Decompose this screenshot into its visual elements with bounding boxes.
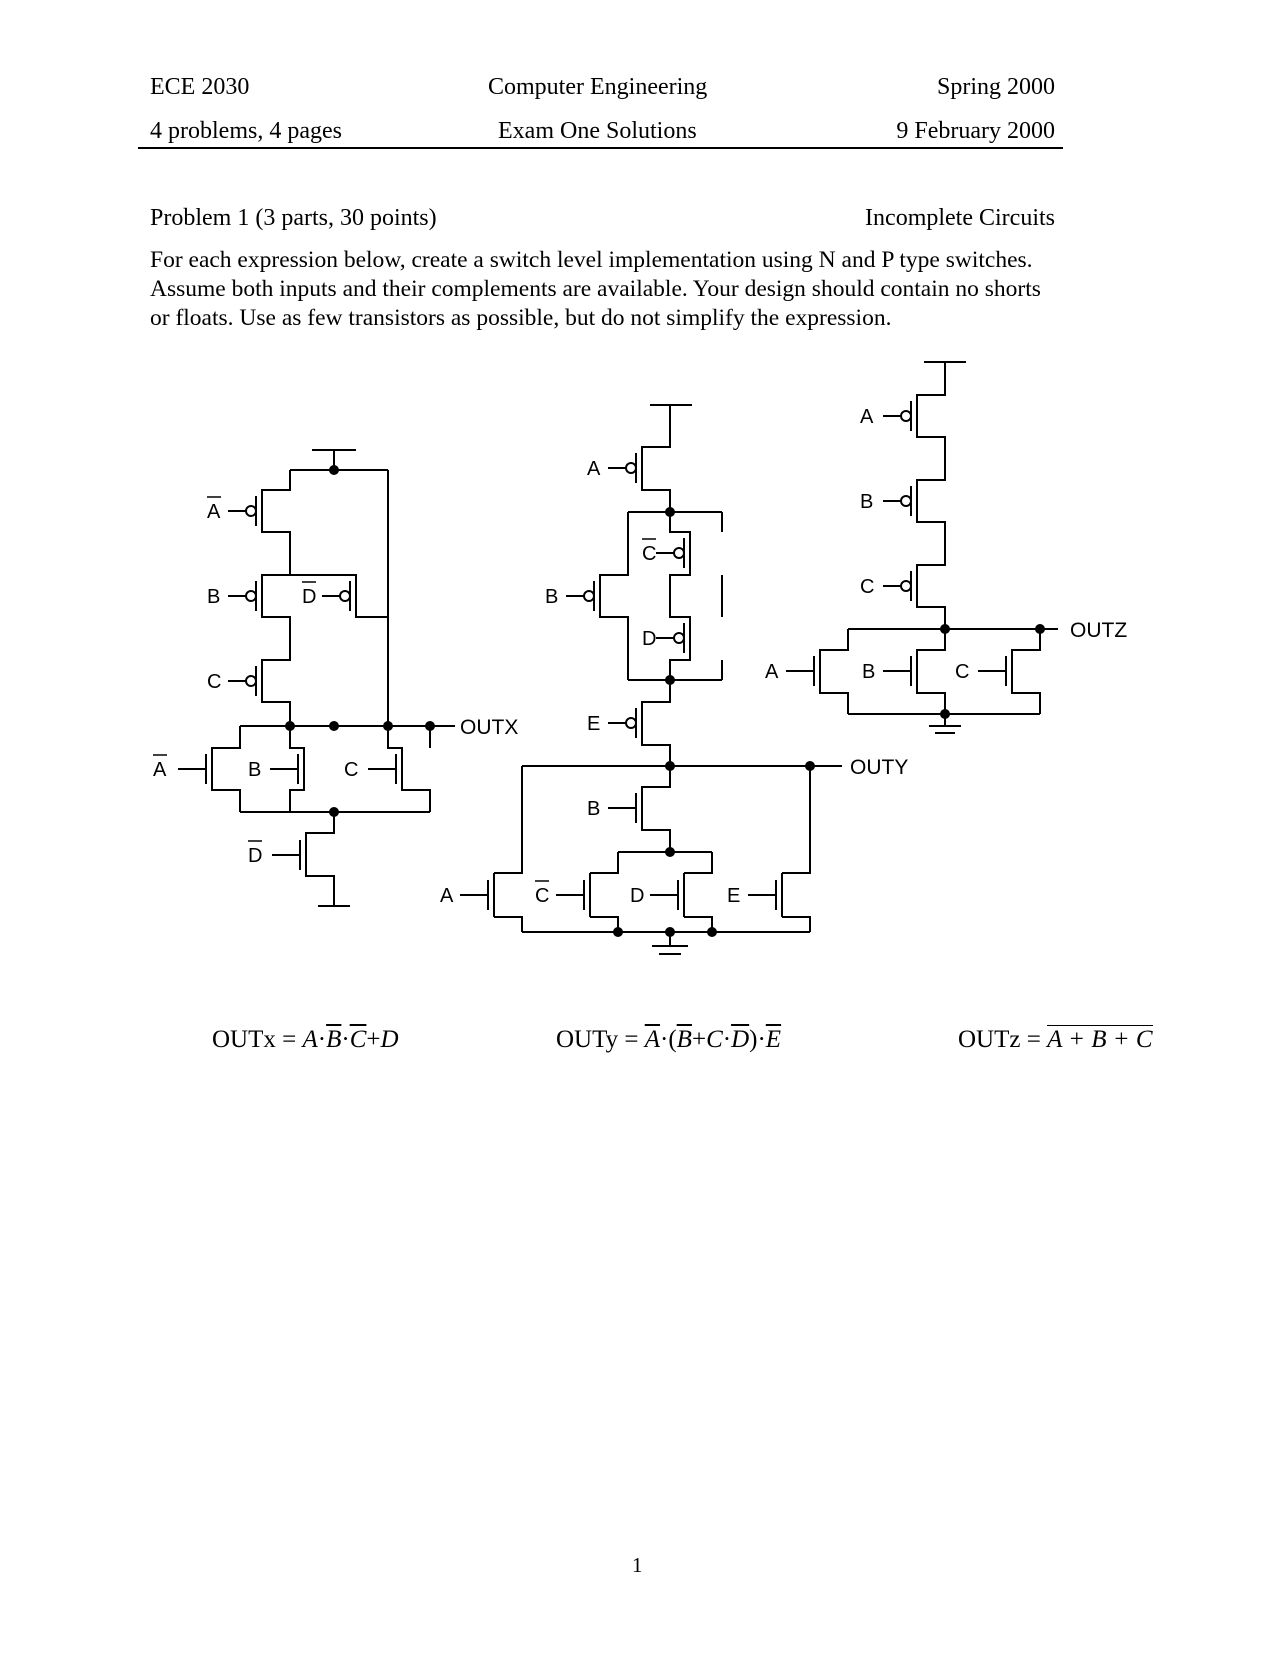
label-a: A bbox=[860, 406, 874, 428]
problems-pages: 4 problems, 4 pages bbox=[150, 118, 342, 144]
eq-y-d: D bbox=[731, 1026, 750, 1053]
label-e: E bbox=[587, 713, 600, 735]
label-c: C bbox=[860, 576, 874, 598]
instruction-line: For each expression below, create a swit… bbox=[150, 247, 1033, 273]
circuit-x: A B C D A B C D OUTX bbox=[153, 449, 518, 907]
instruction-line: or floats. Use as few transistors as pos… bbox=[150, 305, 892, 331]
label-a-bar: A bbox=[207, 501, 221, 523]
equation-x: OUTx = A·B·C+D bbox=[212, 1026, 399, 1053]
label-nmos-b: B bbox=[587, 798, 600, 820]
eq-x-c: C bbox=[349, 1026, 367, 1053]
label-nmos-a: A bbox=[440, 885, 454, 907]
eq-y-a: A bbox=[644, 1026, 661, 1053]
label-nmos-b: B bbox=[862, 661, 875, 683]
label-b: B bbox=[860, 491, 873, 513]
term: Spring 2000 bbox=[936, 74, 1055, 100]
label-a: A bbox=[587, 458, 601, 480]
eq-x-b: B bbox=[326, 1026, 342, 1053]
eq-x-d: D bbox=[380, 1026, 399, 1053]
department: Computer Engineering bbox=[488, 74, 708, 100]
out-z-label: OUTZ bbox=[1070, 619, 1127, 642]
header-rule bbox=[138, 147, 1063, 149]
label-nmos-d: D bbox=[630, 885, 644, 907]
label-c: C bbox=[207, 671, 221, 693]
equation-y-lhs: OUTy = bbox=[556, 1026, 639, 1053]
label-nmos-a-bar: A bbox=[153, 759, 167, 781]
equation-y: OUTy = A·(B+C·D)·E bbox=[556, 1026, 782, 1053]
label-nmos-b: B bbox=[248, 759, 261, 781]
eq-x-a: A bbox=[302, 1026, 318, 1053]
eq-z-expr: A + B + C bbox=[1047, 1025, 1153, 1053]
label-nmos-e: E bbox=[727, 885, 740, 907]
problem-topic: Incomplete Circuits bbox=[865, 205, 1055, 231]
label-nmos-a: A bbox=[765, 661, 779, 683]
label-c-bar: C bbox=[642, 543, 656, 565]
label-d-bar: D bbox=[302, 586, 316, 608]
label-d: D bbox=[642, 628, 656, 650]
instruction-line: Assume both inputs and their complements… bbox=[150, 276, 1041, 302]
equation-z-lhs: OUTz = bbox=[958, 1026, 1041, 1053]
problem-title: Problem 1 (3 parts, 30 points) bbox=[150, 205, 437, 231]
out-x-label: OUTX bbox=[460, 716, 518, 739]
label-nmos-c-bar: C bbox=[535, 885, 549, 907]
exam-date: 9 February 2000 bbox=[896, 118, 1055, 144]
circuit-y: A C B D E B A C D E OUTY bbox=[440, 404, 908, 955]
eq-y-c: C bbox=[706, 1026, 723, 1053]
circuit-z: A B C A B C OUTZ bbox=[765, 361, 1127, 734]
page-number: 1 bbox=[632, 1553, 643, 1577]
eq-y-b: B bbox=[676, 1026, 692, 1053]
course-code: ECE 2030 bbox=[150, 74, 250, 100]
label-nmos-d-bar: D bbox=[248, 845, 262, 867]
equation-x-lhs: OUTx = bbox=[212, 1026, 297, 1053]
label-nmos-c: C bbox=[344, 759, 358, 781]
problem-instructions: For each expression below, create a swit… bbox=[150, 246, 1110, 333]
label-nmos-c: C bbox=[955, 661, 969, 683]
label-b: B bbox=[207, 586, 220, 608]
label-b: B bbox=[545, 586, 558, 608]
exam-title: Exam One Solutions bbox=[498, 118, 697, 144]
out-y-label: OUTY bbox=[850, 756, 908, 779]
eq-y-e: E bbox=[765, 1026, 782, 1053]
equation-z: OUTz = A + B + C bbox=[958, 1025, 1153, 1054]
